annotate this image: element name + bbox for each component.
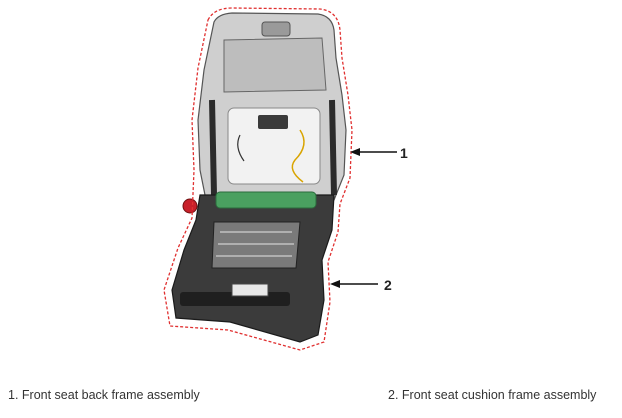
callout-arrow-2 bbox=[330, 280, 378, 288]
legend-item-seat-cushion-frame: 2. Front seat cushion frame assembly bbox=[388, 388, 597, 402]
lumbar-bracket bbox=[258, 115, 288, 129]
seat-back-inner-panel bbox=[223, 37, 327, 93]
callout-label-1: 1 bbox=[400, 145, 408, 161]
back-center-panel bbox=[227, 107, 321, 185]
callout-arrow-1 bbox=[350, 148, 397, 156]
back-frame-rail-left bbox=[209, 99, 217, 196]
cushion-spring-mesh bbox=[211, 221, 301, 269]
recliner-mechanism bbox=[215, 191, 317, 209]
height-adjust-knob bbox=[182, 198, 198, 214]
seat-cushion-frame bbox=[171, 191, 335, 343]
seat-back-frame bbox=[197, 12, 347, 201]
assembly-outline bbox=[163, 7, 353, 351]
headrest-slot bbox=[261, 21, 291, 37]
callout-label-2: 2 bbox=[384, 277, 392, 293]
seat-label-plate bbox=[231, 283, 269, 297]
back-wiring bbox=[291, 129, 305, 183]
back-wiring-2 bbox=[237, 134, 245, 162]
legend-item-seat-back-frame: 1. Front seat back frame assembly bbox=[8, 388, 200, 402]
back-frame-rail-right bbox=[329, 99, 337, 196]
